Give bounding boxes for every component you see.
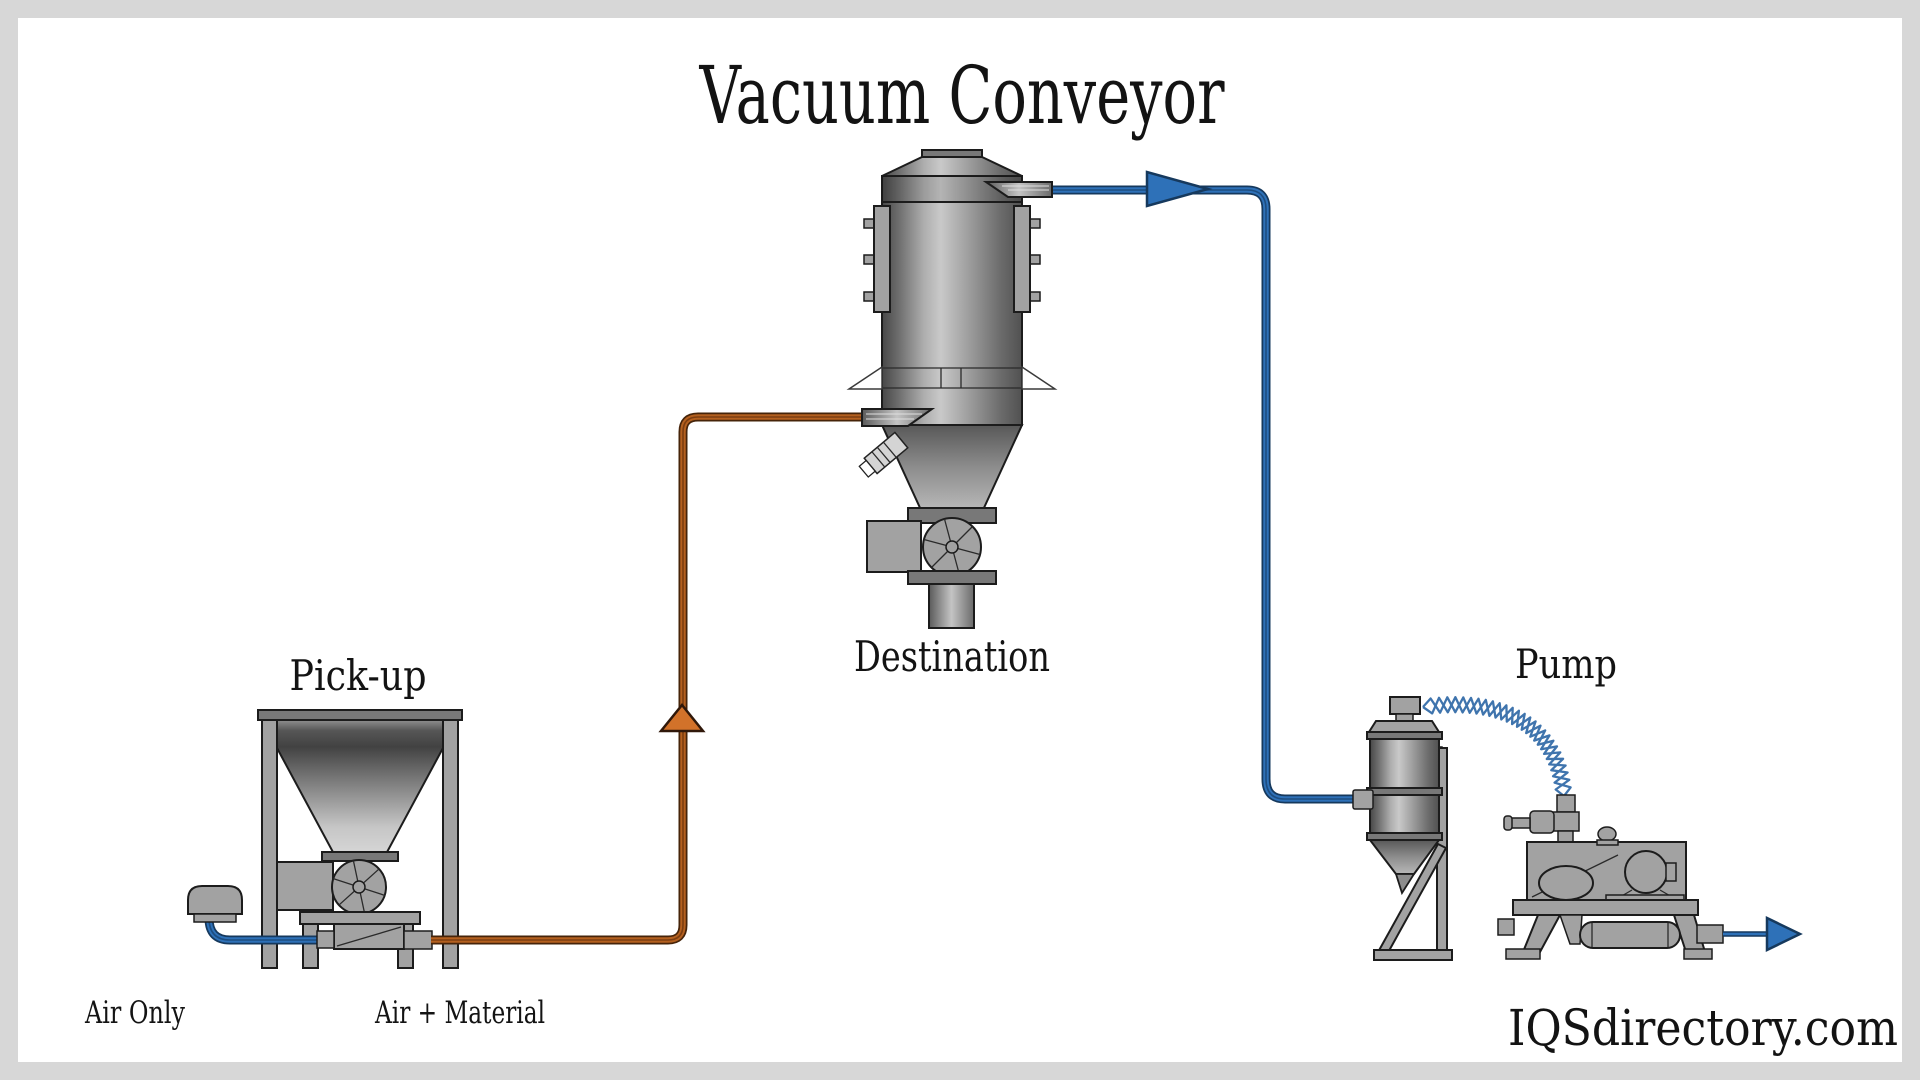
air-only-label: Air Only [84,995,185,1031]
pump-right-foot [1683,948,1713,960]
pump-motor [1605,850,1685,903]
pickup-station [257,709,463,969]
intake-filter-base [193,913,237,923]
eductor-stand-plate [299,911,421,925]
pump-motor-shaft-cap [1665,862,1677,882]
air-flow-arrow-right [1145,170,1213,208]
destination-skirt-right [1021,365,1058,390]
pump-label: Pump [1515,642,1617,688]
diagram-title: Vacuum Conveyor [699,49,1225,142]
destination-skirt-left [846,365,883,390]
air-material-label: Air + Material [374,995,545,1031]
destination-body [881,201,1023,426]
vacuum-pump [1497,794,1724,960]
destination-label: Destination [854,632,1050,681]
filter-bottom-ring [1366,832,1443,841]
pickup-label: Pick-up [290,651,427,700]
flex-hose [1422,696,1572,797]
pump-left-foot [1505,948,1541,960]
pickup-valve-motor [276,861,334,911]
destination-bracket-left [863,205,891,313]
destination-vibrator-fitting [858,431,909,478]
pump-outlet-stub [1696,924,1724,944]
air-intake-filter [187,885,243,923]
destination-valve-lower-flange [907,570,997,585]
eductor-inlet-coupler [316,930,335,949]
pickup-frame-left-leg [261,713,278,969]
destination-bracket-right [1013,205,1041,313]
eductor-outlet-coupler [403,930,433,950]
exhaust-line [1723,916,1803,952]
destination-inlet-nozzle [861,408,936,427]
pump-breather-knob [1597,826,1617,842]
intake-filter-cap [187,885,243,915]
pump-blower-lobe [1538,865,1594,901]
destination-outlet-nozzle [982,181,1053,198]
watermark: IQSdirectory.com [1508,999,1898,1057]
pump-base-stub [1497,918,1515,936]
material-line [431,417,864,940]
filter-top-cap [1389,696,1421,715]
pump-breather-base [1596,839,1619,846]
exhaust-flow-arrow [1765,916,1803,952]
pump-muffler-funnel [1558,914,1583,945]
pickup-frame-right-leg [442,713,459,969]
filter-stand [1373,746,1453,961]
filter-stand-base [1373,949,1453,961]
destination-receiver [846,149,1058,629]
eductor-venturi-line [336,926,402,947]
filter-spout [1394,873,1416,896]
filter-receiver [1352,696,1453,961]
destination-rotary-valve [922,517,982,577]
air-return-line [1050,170,1358,799]
pickup-hopper-rim [257,709,463,721]
pump-muffler [1579,921,1681,949]
filter-inlet-stub [1352,789,1374,810]
filter-shoulder [1367,720,1441,733]
pump-inlet-side-fitting [1529,810,1555,834]
destination-mid-band [882,367,1022,389]
pickup-rotary-valve [331,859,387,915]
material-flow-arrow-up [658,703,706,733]
destination-valve-motor [866,520,922,573]
filter-top-ring [1366,731,1443,740]
eductor-stand-left-leg [302,923,319,969]
destination-discharge-pipe [928,583,975,629]
pump-base-plate [1512,899,1699,916]
filter-mid-ring [1366,787,1443,796]
